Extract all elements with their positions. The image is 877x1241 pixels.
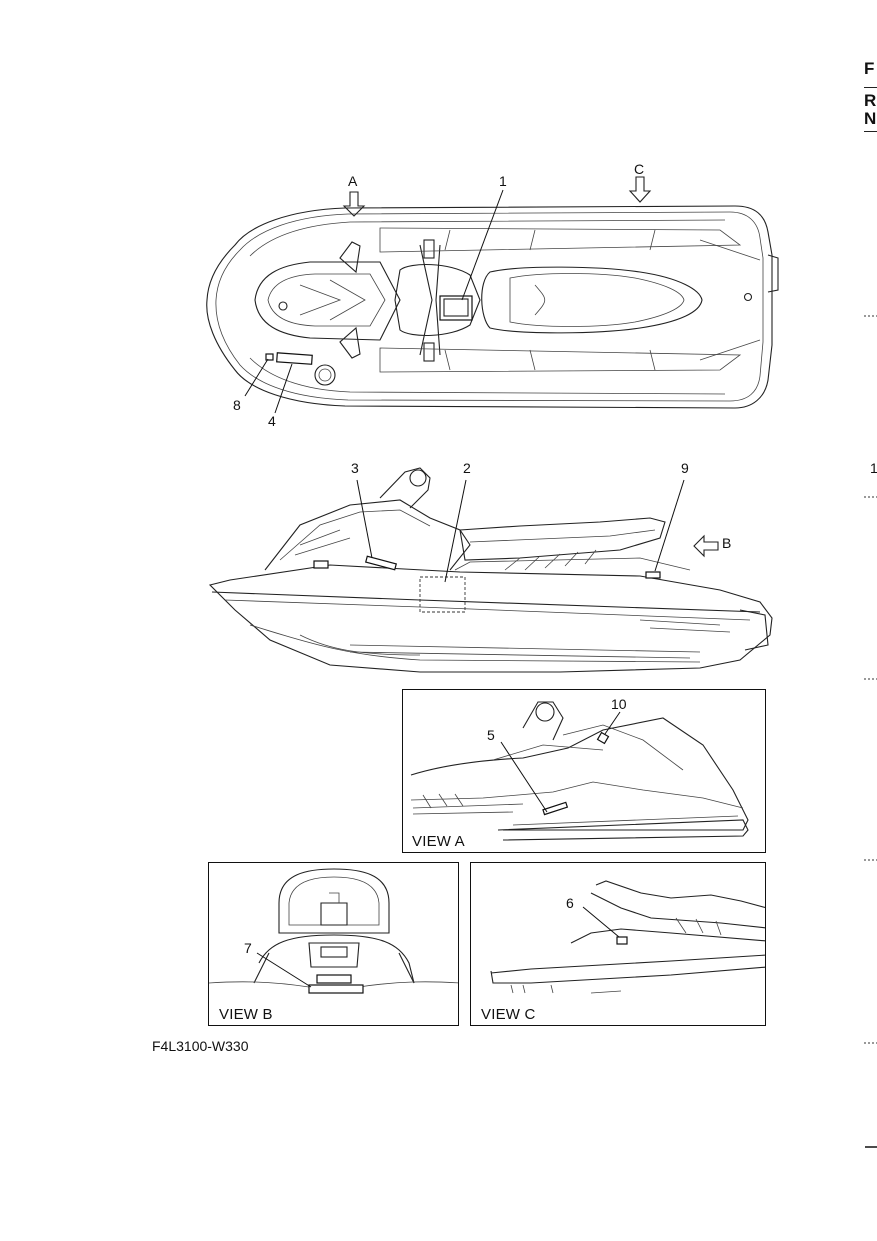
callout-8: 8 bbox=[233, 397, 241, 413]
watercraft-side-view-drawing bbox=[208, 467, 773, 673]
top-view-figure: A C 1 8 4 bbox=[0, 0, 877, 440]
callout-9: 9 bbox=[681, 460, 689, 476]
figure-code: F4L3100-W330 bbox=[152, 1038, 249, 1054]
view-b-label: VIEW B bbox=[219, 1006, 273, 1023]
callout-5: 5 bbox=[487, 727, 495, 743]
margin-letter-n: N bbox=[864, 109, 877, 128]
view-a-panel: 10 5 VIEW A bbox=[402, 689, 766, 853]
margin-page-fragment: 1 bbox=[870, 460, 877, 476]
margin-rule bbox=[864, 87, 877, 88]
view-arrow-c-label: C bbox=[634, 161, 645, 177]
view-c-drawing bbox=[490, 880, 765, 994]
view-b-drawing bbox=[209, 868, 458, 994]
watercraft-top-view-drawing bbox=[206, 176, 779, 414]
margin-rule bbox=[864, 131, 877, 132]
view-arrow-b-label: B bbox=[722, 535, 732, 551]
view-arrow-a-label: A bbox=[348, 173, 358, 189]
callout-3: 3 bbox=[351, 460, 359, 476]
callout-1: 1 bbox=[499, 173, 507, 189]
callout-4: 4 bbox=[268, 413, 276, 429]
side-view-figure: 3 2 9 B bbox=[0, 450, 877, 685]
callout-2: 2 bbox=[463, 460, 471, 476]
view-a-drawing bbox=[410, 701, 749, 841]
view-a-label: VIEW A bbox=[412, 833, 465, 850]
callout-6: 6 bbox=[566, 895, 574, 911]
view-c-label: VIEW C bbox=[481, 1006, 536, 1023]
callout-7: 7 bbox=[244, 940, 252, 956]
callout-10: 10 bbox=[611, 696, 627, 712]
view-b-panel: 7 VIEW B bbox=[208, 862, 459, 1026]
view-c-panel: 6 VIEW C bbox=[470, 862, 766, 1026]
margin-letter-r: R bbox=[864, 91, 877, 110]
margin-letter-f: F bbox=[864, 59, 875, 78]
